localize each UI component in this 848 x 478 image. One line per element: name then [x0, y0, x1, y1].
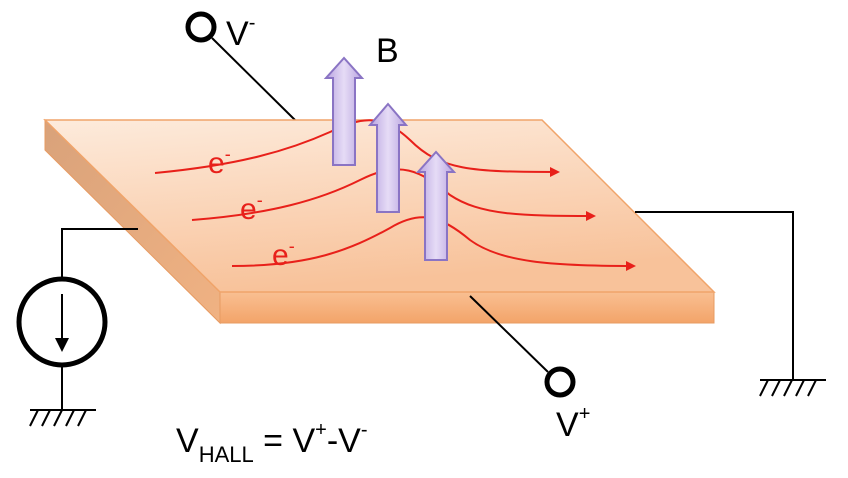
electron-path-2: [191, 168, 596, 221]
hall-voltage-equation: VHALL = V+-V-: [176, 419, 368, 467]
v-minus-terminal: [185, 11, 217, 43]
v-minus-wire: [211, 37, 296, 121]
field-arrow-2: [367, 102, 409, 213]
v-minus-label: V-: [226, 12, 255, 53]
right-ground-symbol: [759, 379, 826, 397]
electron-label-2: e-: [240, 190, 263, 226]
b-field-label: B: [376, 32, 399, 70]
plate-front-face: [219, 291, 715, 324]
v-plus-label: V+: [556, 403, 590, 444]
current-source-arrow-head: [55, 338, 69, 352]
electron-path-1: [154, 119, 560, 177]
v-plus-wire: [469, 295, 549, 373]
electron-label-3: e-: [272, 236, 295, 272]
right-ground-wire: [635, 211, 794, 380]
field-arrow-1: [323, 56, 365, 166]
electron-label-1: e-: [208, 144, 231, 180]
field-arrow-3: [415, 150, 457, 261]
left-source-wire-top: [61, 228, 138, 280]
left-ground-symbol: [29, 409, 96, 427]
v-plus-terminal: [544, 366, 576, 398]
